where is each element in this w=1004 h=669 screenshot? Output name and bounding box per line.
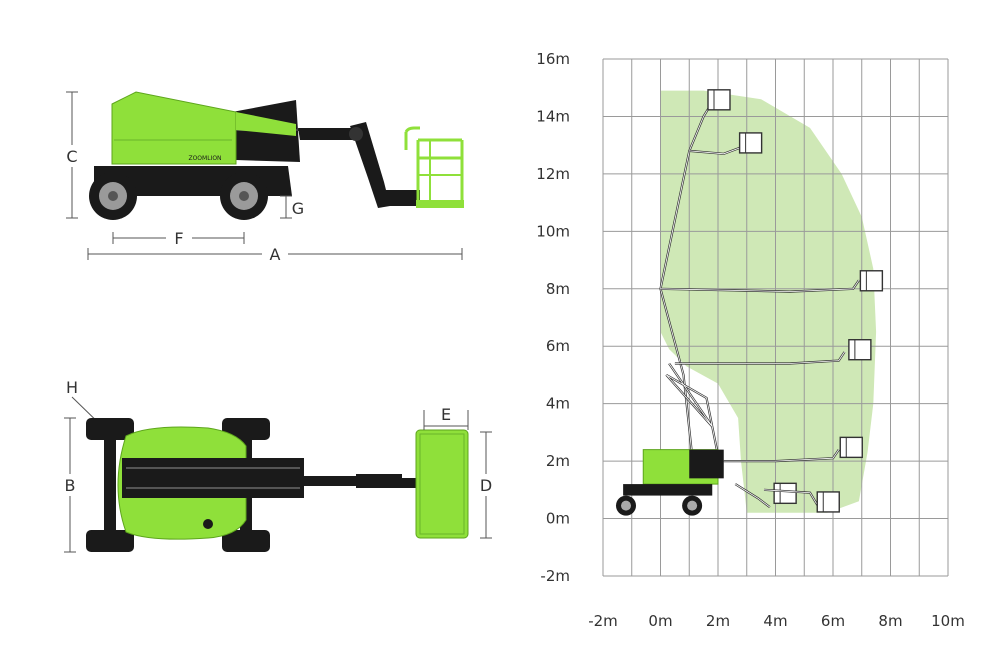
working-range-chart: -2m 0m 2m 4m 6m 8m 10m -2m 0m 2m 4m 6m 8m 10m 12m 14m 1… xyxy=(536,50,965,630)
x-tick-label: 8m xyxy=(878,612,902,630)
chart-machine-hub xyxy=(687,500,698,511)
chart-machine-boom-base xyxy=(689,449,724,479)
x-tick-label: -2m xyxy=(588,612,618,630)
dimension-h-label: H xyxy=(66,378,78,397)
boom-position-folded-inner xyxy=(666,363,719,456)
basket-top-reach xyxy=(738,132,763,154)
y-tick-label: 16m xyxy=(536,50,570,68)
x-tick-label: 2m xyxy=(706,612,730,630)
y-tick-label: 14m xyxy=(536,107,570,125)
top-wheel-rear-left xyxy=(222,418,270,440)
top-boom xyxy=(122,458,304,498)
y-tick-label: 8m xyxy=(546,280,570,298)
y-tick-label: 12m xyxy=(536,165,570,183)
x-tick-label: 10m xyxy=(931,612,965,630)
side-body xyxy=(111,91,237,165)
dimension-e-label: E xyxy=(441,405,451,424)
dimension-a-label: A xyxy=(270,245,281,264)
side-platform xyxy=(404,126,464,208)
dimension-c-label: C xyxy=(66,147,77,166)
chart-machine-hub xyxy=(621,500,631,511)
y-tick-label: 0m xyxy=(546,510,570,528)
x-tick-label: 6m xyxy=(821,612,845,630)
boom-position-outlines xyxy=(616,89,884,516)
y-tick-label: 2m xyxy=(546,452,570,470)
chart-grid xyxy=(602,58,949,577)
y-tick-label: 10m xyxy=(536,222,570,240)
basket-6m xyxy=(848,339,872,361)
basket-low-far xyxy=(816,491,840,513)
y-tick-label: 6m xyxy=(546,337,570,355)
brand-logo: ZOOMLION xyxy=(188,155,221,162)
dimension-d-label: D xyxy=(480,476,492,495)
boom-position-low-far-inner xyxy=(763,489,819,508)
x-axis: -2m 0m 2m 4m 6m 8m 10m xyxy=(588,612,965,630)
side-view: C ZOOMLION xyxy=(60,91,464,264)
side-wheel-rear xyxy=(220,172,268,220)
working-envelope-area xyxy=(660,90,877,513)
dimension-g-label: G xyxy=(292,199,304,218)
y-tick-label: 4m xyxy=(546,395,570,413)
y-tick-label: -2m xyxy=(540,567,570,585)
top-platform xyxy=(415,429,469,539)
boom-position-2m-inner xyxy=(723,449,840,462)
dimension-f-label: F xyxy=(174,229,183,248)
basket-low-near xyxy=(773,482,797,505)
x-tick-label: 4m xyxy=(763,612,787,630)
boom-position-6m-inner xyxy=(674,351,845,364)
dimension-b-label: B xyxy=(65,476,76,495)
boom-position-low-near-inner xyxy=(735,483,771,508)
top-view: H B E xyxy=(58,378,498,553)
basket-2m xyxy=(839,436,863,459)
top-wheel-front-right xyxy=(86,530,134,552)
boom-position-8m-inner xyxy=(660,279,860,293)
basket-top xyxy=(707,89,731,111)
x-tick-label: 0m xyxy=(648,612,672,630)
side-wheel-front xyxy=(89,172,137,220)
top-wheel-front-left xyxy=(86,418,134,440)
y-axis: -2m 0m 2m 4m 6m 8m 10m 12m 14m 16m xyxy=(536,50,570,585)
top-wheel-rear-right xyxy=(222,530,270,552)
basket-8m xyxy=(859,270,884,292)
chart-machine-chassis xyxy=(623,484,713,496)
